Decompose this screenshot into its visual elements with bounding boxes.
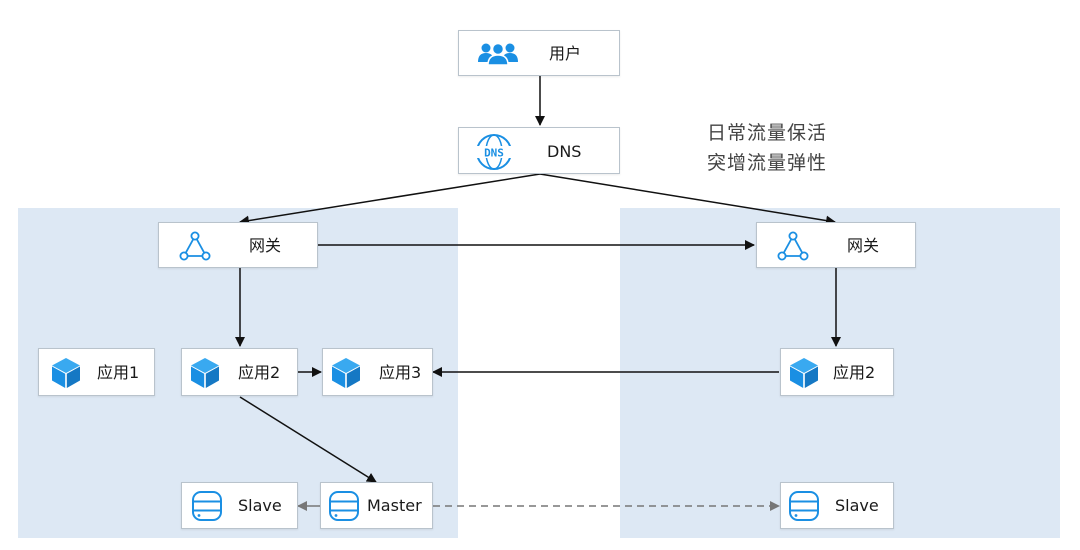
gateway-left-label: 网关 (249, 236, 282, 255)
traffic-note: 日常流量保活 突增流量弹性 (707, 118, 827, 178)
cube-icon (49, 356, 83, 390)
arrow-app2-master (239, 396, 377, 483)
gateway-right-node[interactable]: 网关 (756, 222, 916, 268)
cube-icon (787, 356, 821, 390)
database-icon (190, 489, 224, 523)
note-line-2: 突增流量弹性 (707, 152, 828, 174)
dns-node[interactable]: DNS DNS (458, 127, 620, 174)
app3-label: 应用3 (379, 363, 422, 382)
app3-node[interactable]: 应用3 (322, 348, 433, 396)
app1-node[interactable]: 应用1 (38, 348, 155, 396)
database-icon (787, 489, 821, 523)
app2-right-label: 应用2 (833, 363, 876, 382)
gateway-triangle-icon (179, 230, 211, 262)
user-node[interactable]: 用户 (458, 30, 620, 76)
dns-label: DNS (547, 142, 582, 161)
cube-icon (188, 356, 222, 390)
user-label: 用户 (549, 44, 582, 63)
slave-right-node[interactable]: Slave (780, 482, 894, 529)
app2-left-node[interactable]: 应用2 (181, 348, 298, 396)
slave-left-node[interactable]: Slave (181, 482, 298, 529)
master-node[interactable]: Master (320, 482, 433, 529)
note-line-1: 日常流量保活 (707, 122, 828, 144)
svg-text:DNS: DNS (484, 147, 504, 160)
gateway-left-node[interactable]: 网关 (158, 222, 318, 268)
arrow-dns-gateway-left (239, 173, 541, 226)
dns-globe-icon: DNS (475, 133, 513, 171)
slave-right-label: Slave (835, 496, 879, 515)
slave-left-label: Slave (238, 496, 282, 515)
app2-left-label: 应用2 (238, 363, 281, 382)
arrow-dns-gateway-right (539, 173, 836, 226)
app1-label: 应用1 (97, 363, 140, 382)
users-icon (475, 42, 521, 66)
gateway-triangle-icon (777, 230, 809, 262)
app2-right-node[interactable]: 应用2 (780, 348, 894, 396)
cube-icon (329, 356, 363, 390)
database-icon (327, 489, 361, 523)
gateway-right-label: 网关 (847, 236, 880, 255)
master-label: Master (367, 496, 422, 515)
